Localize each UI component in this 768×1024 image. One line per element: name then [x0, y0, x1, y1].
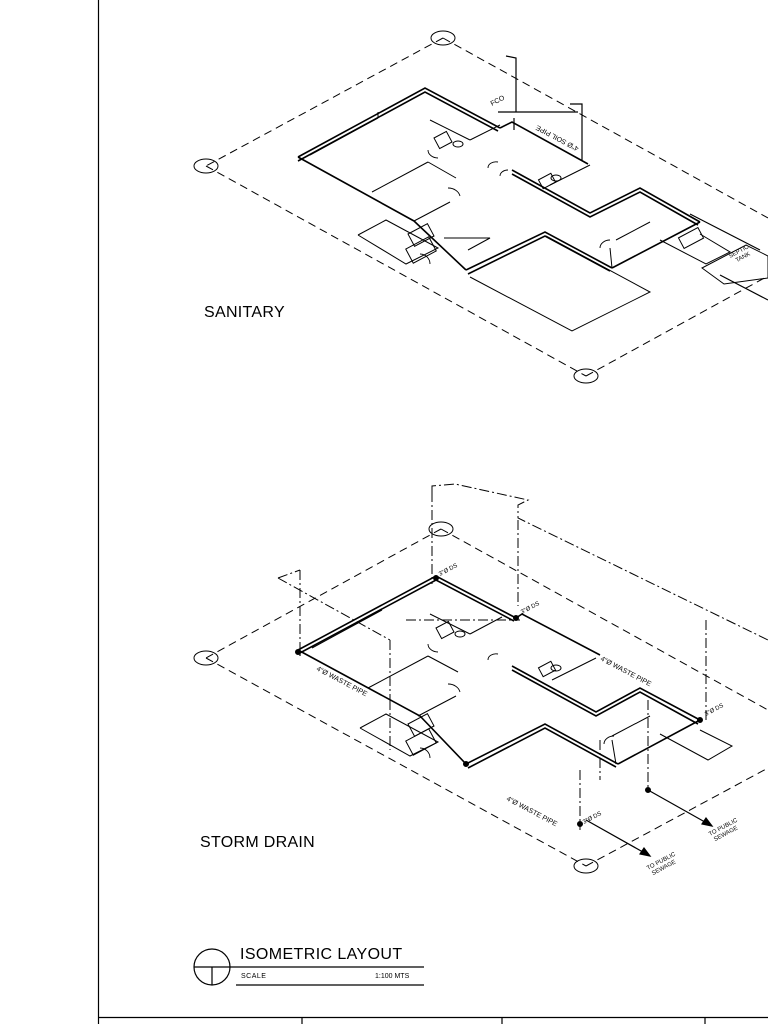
- waste-pipe-label-1: 4"Ø WASTE PIPE: [315, 666, 368, 699]
- downspout-label-1: 3"Ø DS: [438, 563, 459, 578]
- building-walls: [297, 575, 701, 769]
- plumbing-fixture: [405, 620, 562, 756]
- to-public-sewage-label-1: TO PUBLICSEWAGE: [646, 851, 681, 878]
- roof-outline-dashed: [277, 483, 768, 830]
- grid-marker-circle: [193, 158, 219, 174]
- title-block-symbol: [193, 948, 424, 986]
- septic-tank: [701, 244, 768, 285]
- waste-pipe-label-2: 4"Ø WASTE PIPE: [599, 656, 652, 689]
- sanitary-diagram: [193, 30, 768, 384]
- waste-pipe-label-3: 4"Ø WASTE PIPE: [505, 796, 558, 829]
- scale-value: 1:100 MTS: [375, 973, 410, 980]
- site-boundary-dashed: [205, 37, 768, 377]
- flow-arrow: [639, 816, 714, 857]
- floor-slab-outline: [357, 219, 732, 332]
- drawing-title: ISOMETRIC LAYOUT: [240, 946, 403, 963]
- grid-marker-circle: [430, 30, 456, 46]
- door-swing: [419, 149, 611, 265]
- fco-label: FCO: [490, 94, 507, 107]
- storm-drain-diagram: [193, 483, 768, 874]
- site-boundary-dashed: [205, 528, 768, 867]
- to-public-sewage-label-2: TO PUBLICSEWAGE: [708, 817, 743, 844]
- building-walls: [297, 87, 701, 275]
- downspout-marker: [295, 575, 703, 827]
- scale-label: SCALE: [241, 973, 267, 980]
- door-swing: [419, 643, 615, 759]
- sanitary-section-label: SANITARY: [204, 304, 285, 321]
- interior-walls: [309, 112, 651, 269]
- interior-walls: [311, 609, 651, 765]
- floor-slab-outline: [359, 713, 734, 761]
- plumbing-fixture: [405, 130, 705, 264]
- storm-drain-section-label: STORM DRAIN: [200, 834, 316, 851]
- soil-pipe: [498, 55, 768, 301]
- grid-marker-circle: [193, 650, 219, 666]
- sheet-border: [97, 0, 768, 1024]
- grid-marker-circle: [573, 368, 599, 384]
- grid-marker-circle: [428, 521, 454, 537]
- downspout-label-2: 3"Ø DS: [520, 601, 541, 616]
- grid-marker-circle: [573, 858, 599, 874]
- downspout-label-3: 3"Ø DS: [704, 703, 725, 718]
